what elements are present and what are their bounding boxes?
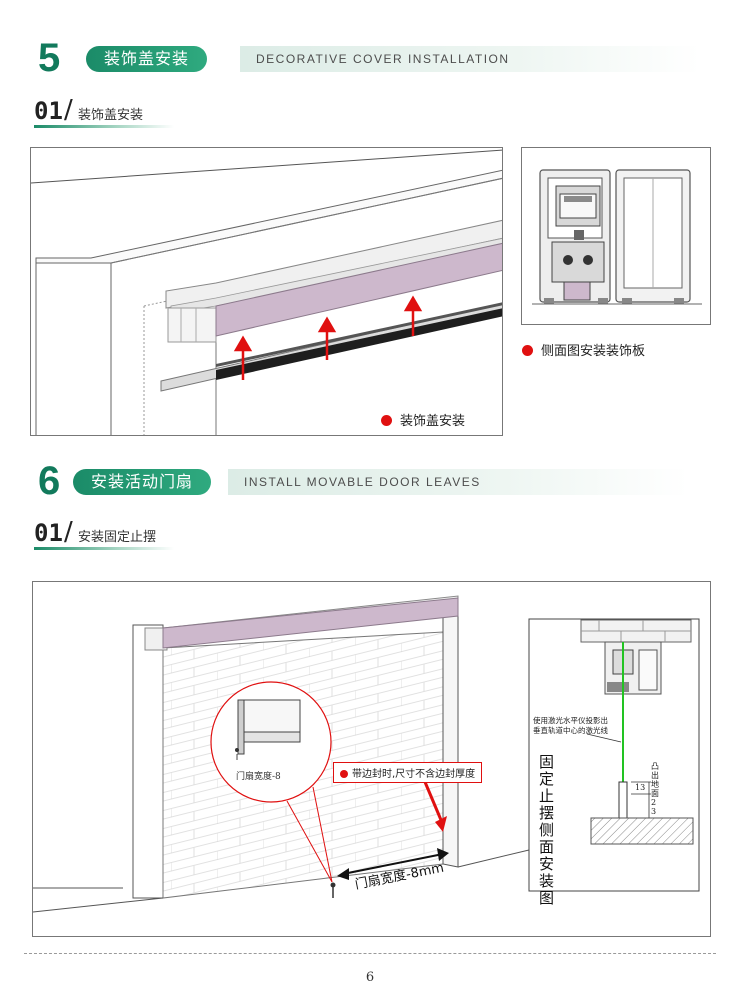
section-6-subtitle-en: INSTALL MOVABLE DOOR LEAVES [228, 469, 688, 495]
zoom-width-label: 门扇宽度-8 [236, 772, 281, 782]
laser-note-line-2: 垂直轨道中心的激光线 [533, 726, 608, 735]
step-number: 01 [34, 97, 63, 125]
step-title: 装饰盖安装 [78, 108, 144, 123]
page-number: 6 [365, 970, 375, 985]
step-underline [34, 125, 174, 128]
section-6-step-header: 01 / 安装固定止摆 [34, 517, 254, 550]
section-5-header: 5 装饰盖安装 DECORATIVE COVER INSTALLATION [38, 36, 700, 80]
footer-divider [24, 953, 716, 954]
section-6-title: 安装活动门扇 [73, 469, 212, 495]
step-title: 安装固定止摆 [78, 530, 157, 545]
step-number: 01 [34, 519, 63, 547]
cover-install-caption-text: 装饰盖安装 [400, 414, 466, 429]
step-slash: / [64, 517, 73, 547]
side-section-caption-text: 侧面图安装装饰板 [541, 344, 646, 359]
red-bullet-icon [522, 345, 533, 356]
edge-seal-callout: 带边封时,尺寸不含边封厚度 [333, 762, 483, 783]
dimension-13: 13 [635, 783, 646, 792]
section-5-title: 装饰盖安装 [86, 46, 208, 72]
side-section-drawing [532, 169, 702, 305]
dimension-23: 凸出地面23 [651, 762, 659, 816]
section-6-number: 6 [38, 459, 61, 503]
step-underline [34, 547, 174, 550]
side-section-diagram [521, 147, 711, 325]
laser-note-line-1: 使用激光水平仪投影出 [533, 716, 608, 725]
section-5-step-header: 01 / 装饰盖安装 [34, 95, 254, 128]
red-bullet-icon [340, 770, 348, 778]
step-slash: / [64, 95, 73, 125]
side-section-caption: 侧面图安装装饰板 [522, 340, 645, 359]
cover-install-diagram: 装饰盖安装 [30, 147, 503, 436]
red-bullet-icon [381, 415, 392, 426]
laser-note: 使用激光水平仪投影出 垂直轨道中心的激光线 [533, 716, 608, 736]
cover-install-drawing [31, 149, 502, 435]
cover-install-caption: 装饰盖安装 [381, 410, 465, 429]
edge-seal-callout-text: 带边封时,尺寸不含边封厚度 [352, 769, 476, 780]
section-5-number: 5 [38, 36, 61, 80]
section-6-header: 6 安装活动门扇 INSTALL MOVABLE DOOR LEAVES [38, 461, 698, 501]
stopper-install-diagram: 门扇宽度-8 带边封时,尺寸不含边封厚度 门扇宽度-8mm 使用激光水平仪投影出… [32, 581, 711, 937]
section-5-subtitle-en: DECORATIVE COVER INSTALLATION [240, 46, 700, 72]
stopper-install-drawing [33, 595, 700, 913]
side-install-vertical-title: 固定止摆侧面安装图 [539, 753, 555, 907]
